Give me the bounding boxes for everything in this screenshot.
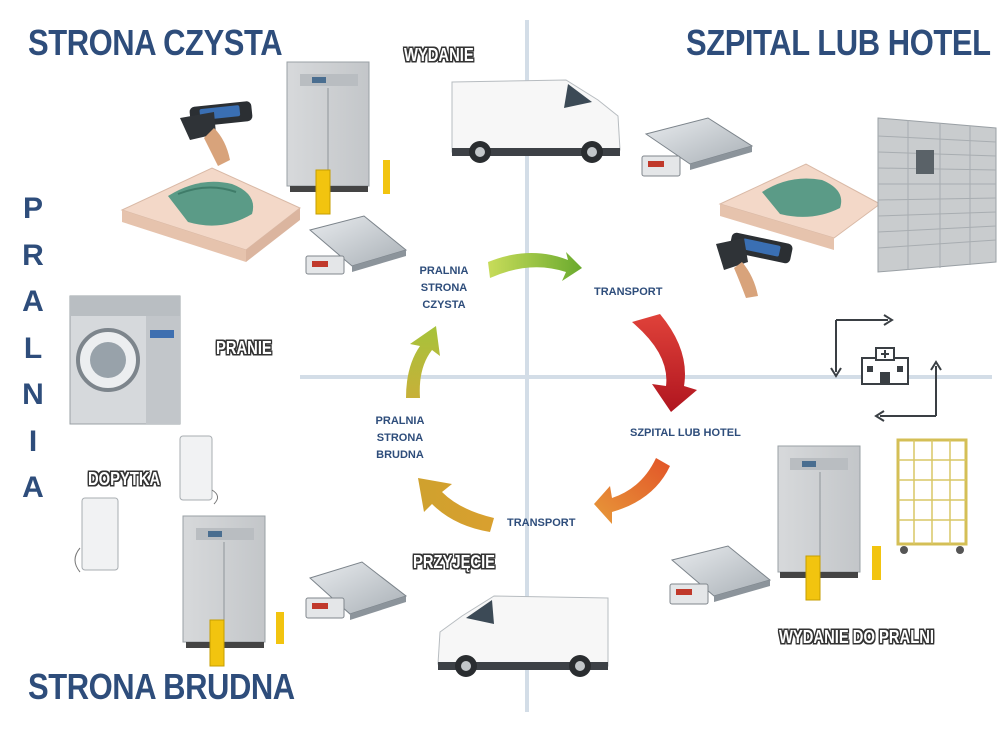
receiving-label: PRZYJĘCIE [413, 552, 496, 572]
laundry-letter: L [23, 331, 43, 365]
floor-scale-icon [641, 117, 754, 177]
dispensing-cabinet-icon [777, 445, 861, 578]
hospital-building-icon [830, 314, 942, 422]
locker-wall-icon [877, 117, 997, 273]
delivery-van-icon [437, 595, 609, 677]
floor-scale-icon [305, 561, 408, 620]
laundry-letter: A [22, 285, 44, 318]
clean-side-title: STRONA CZYSTA [28, 22, 283, 63]
delivery-van-icon [451, 79, 621, 163]
laundry-letter: I [28, 424, 38, 458]
panel-antenna-icon [179, 435, 218, 505]
cycle-clean-laundry-label: PRALNIA STRONA CZYSTA [419, 265, 469, 311]
floor-scale-icon [669, 545, 772, 605]
bollard-icon [209, 612, 284, 667]
arrow-transport-to-dirty [418, 478, 494, 532]
washing-machine-icon [69, 295, 181, 425]
laundry-letter: A [22, 471, 44, 504]
arrow-dirty-to-clean [406, 326, 440, 398]
cycle-transport-bottom-label: TRANSPORT [507, 517, 576, 529]
laundry-letter: N [22, 378, 44, 411]
bollard-icon [315, 160, 390, 215]
dirty-side-title: STRONA BRUDNA [28, 666, 295, 707]
arrow-hospital-to-transport [594, 458, 670, 524]
folded-linen-icon [120, 167, 301, 262]
bollard-icon [805, 546, 881, 601]
floor-scale-icon [305, 215, 408, 275]
laundry-cage-icon [896, 438, 968, 554]
panel-antenna-icon [74, 497, 119, 573]
cycle-transport-top-label: TRANSPORT [594, 286, 663, 298]
laundry-vertical-title: P R A L N I A [18, 186, 48, 512]
arrow-transport-to-hospital [632, 314, 697, 412]
issue-label: WYDANIE [404, 45, 474, 65]
rfid-scanner-icon [716, 232, 793, 298]
cycle-dirty-laundry-label: PRALNIA STRONA BRUDNA [375, 415, 425, 461]
cycle-hospital-hotel-label: SZPITAL LUB HOTEL [630, 427, 741, 439]
antennas-label: DOPYTKA [88, 469, 161, 489]
arrow-clean-to-transport [488, 252, 582, 281]
folded-linen-icon [718, 163, 881, 250]
hospital-hotel-title: SZPITAL LUB HOTEL [686, 22, 991, 63]
washing-label: PRANIE [216, 338, 272, 358]
laundry-letter: R [22, 238, 44, 272]
rfid-scanner-icon [180, 101, 253, 166]
issue-to-laundry-label: WYDANIE DO PRALNI [779, 627, 934, 647]
laundry-letter: P [22, 192, 43, 225]
